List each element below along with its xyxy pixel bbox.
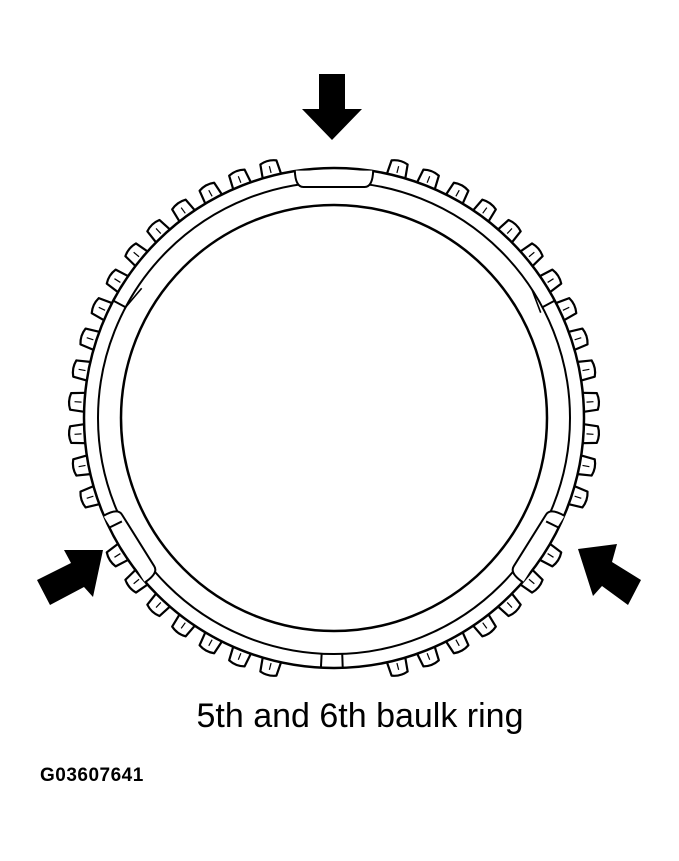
right-arrow-icon — [578, 544, 641, 605]
tooth-groove — [180, 622, 186, 629]
tooth-groove — [396, 662, 400, 670]
tooth-groove — [506, 228, 513, 234]
tooth-groove — [98, 306, 106, 311]
tooth-groove — [426, 653, 431, 660]
baulk-ring — [82, 166, 586, 670]
tooth-groove — [114, 278, 121, 283]
ring-notch — [102, 510, 157, 584]
tooth-groove — [574, 495, 582, 499]
tooth-groove — [155, 602, 162, 608]
tooth-groove — [482, 622, 488, 629]
tooth-groove — [268, 662, 272, 670]
tooth-groove — [133, 251, 140, 258]
top-arrow-icon — [302, 74, 362, 140]
tooth-groove — [455, 639, 460, 647]
ring-slot — [108, 520, 123, 529]
ring-inner-bore — [119, 203, 549, 633]
tooth-groove — [455, 189, 460, 197]
ring-slot — [541, 299, 556, 309]
tooth-groove — [78, 464, 86, 468]
tooth-groove — [237, 176, 242, 183]
figure-id: G03607641 — [40, 765, 144, 786]
ring-step — [125, 287, 143, 308]
tooth-groove — [482, 207, 488, 214]
tooth-groove — [86, 495, 94, 499]
tooth-groove — [562, 306, 570, 311]
tooth-groove — [582, 464, 590, 468]
tooth-groove — [208, 639, 213, 647]
diagram-caption: 5th and 6th baulk ring — [196, 697, 524, 735]
tooth-groove — [528, 578, 535, 585]
tooth-groove — [547, 553, 554, 558]
ring-slot — [112, 299, 127, 309]
tooth-groove — [86, 337, 94, 341]
tooth-groove — [506, 602, 513, 608]
tooth-groove — [78, 368, 86, 372]
tooth-groove — [396, 166, 400, 174]
tooth-groove — [547, 278, 554, 283]
tooth-groove — [180, 207, 186, 214]
ring-slot — [545, 520, 560, 529]
tooth-groove — [133, 578, 140, 585]
tooth-groove — [574, 337, 582, 341]
ring-notch — [293, 170, 375, 188]
left-arrow-icon — [37, 550, 103, 605]
ring-notch — [511, 510, 566, 584]
tooth-groove — [237, 653, 242, 660]
arrows — [37, 74, 641, 605]
tooth-groove — [155, 228, 162, 234]
ring-step — [531, 289, 542, 313]
tooth-groove — [114, 553, 121, 558]
ring-slot — [319, 653, 323, 668]
tooth-groove — [268, 166, 272, 174]
tooth-groove — [582, 368, 590, 372]
tooth-groove — [426, 176, 431, 183]
tooth-groove — [208, 189, 213, 197]
tooth-groove — [528, 251, 535, 258]
